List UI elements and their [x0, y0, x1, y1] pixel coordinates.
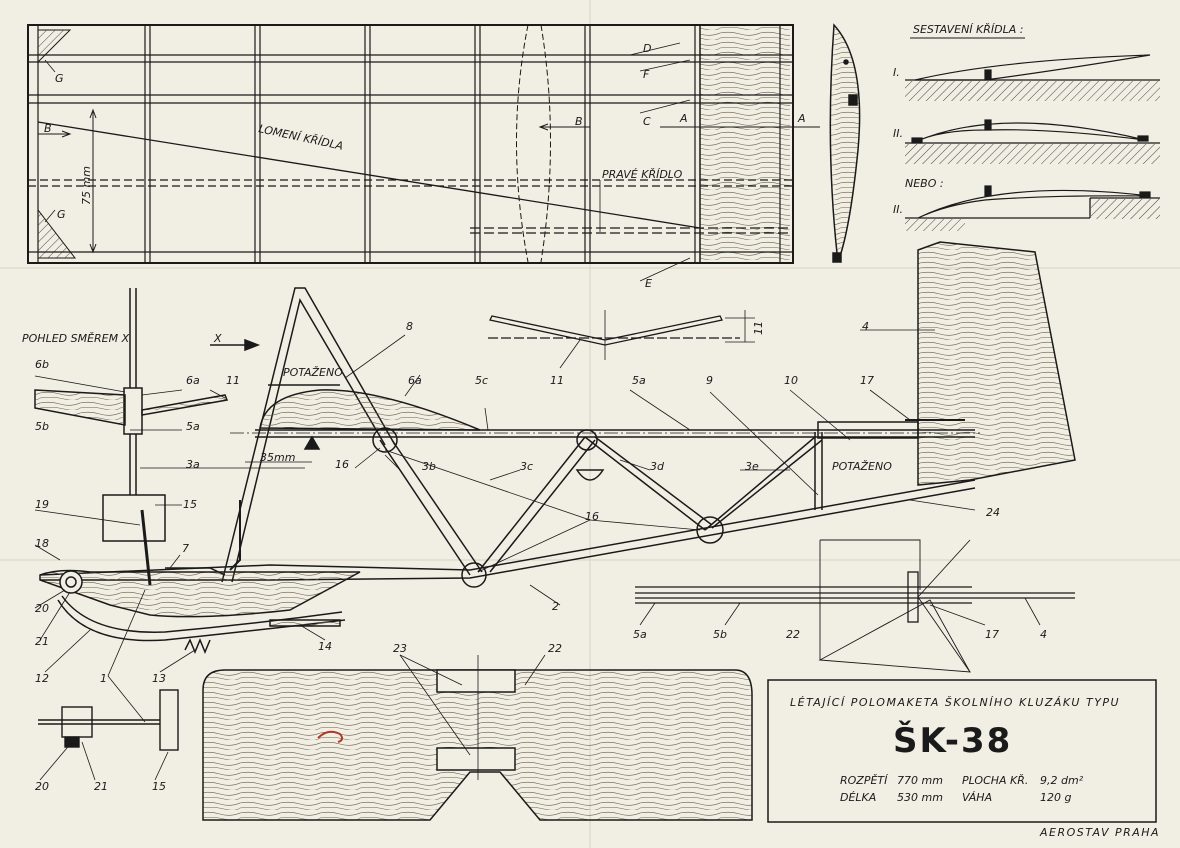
base-plate — [202, 654, 753, 821]
wing-label-g-top: G — [55, 72, 64, 85]
part-8: 8 — [406, 320, 413, 333]
part-19: 19 — [35, 498, 49, 511]
wing-dimension-75: 75 mm — [80, 166, 93, 205]
part-5a-left: 5a — [186, 420, 200, 433]
part-4-top: 4 — [862, 320, 869, 333]
wing-label-c: C — [643, 115, 651, 128]
part-5a-bottom: 5a — [633, 628, 647, 641]
part-12: 12 — [35, 672, 49, 685]
wing-plan-view — [27, 24, 820, 282]
x-arrow-label: X — [213, 332, 222, 345]
rozpeti-label: ROZPĚTÍ — [840, 774, 889, 787]
nebo-label: NEBO : — [905, 177, 944, 190]
part-3c: 3c — [520, 460, 533, 473]
part-22: 22 — [786, 628, 800, 641]
part-11-left: 11 — [226, 374, 240, 387]
wing-label-e: E — [645, 277, 652, 290]
dimension-35mm: 35mm — [260, 451, 295, 464]
wing-label-f: F — [643, 68, 650, 81]
part-22-plate: 22 — [548, 642, 562, 655]
wing-label-b-mid: B — [575, 115, 583, 128]
wing-section-profile — [829, 23, 861, 263]
wing-assembly-title: SESTAVENÍ KŘÍDLA : — [913, 23, 1023, 36]
part-3e: 3e — [745, 460, 759, 473]
part-3a: 3a — [186, 458, 200, 471]
vaha-label: VÁHA — [962, 791, 992, 804]
lomeni-kridla-label: LOMENÍ KŘÍDLA — [257, 122, 344, 153]
detail-part-20: 20 — [35, 780, 49, 793]
part-16-left: 16 — [335, 458, 349, 471]
step-2-label: II. — [893, 127, 903, 140]
detail-part-21: 21 — [94, 780, 108, 793]
part-18: 18 — [35, 537, 49, 550]
side-view — [34, 241, 1076, 677]
publisher-label: AEROSTAV PRAHA — [1039, 826, 1160, 839]
part-2: 2 — [552, 600, 559, 613]
title-subtitle: LÉTAJÍCÍ POLOMAKETA ŠKOLNÍHO KLUZÁKU TYP… — [790, 696, 1120, 709]
part-5a-top: 5a — [632, 374, 646, 387]
plocha-value: 9,2 dm² — [1040, 774, 1084, 787]
part-16-mid: 16 — [585, 510, 599, 523]
pohled-smerem-label: POHLED SMĚREM X — [22, 332, 130, 345]
part-number-labels: 8 6a 5c 5a 9 10 17 4 6b 6a 11 5b 5a 3a 1… — [35, 320, 1000, 685]
part-6a-left: 6a — [186, 374, 200, 387]
part-17-bottom: 17 — [985, 628, 999, 641]
part-1: 1 — [100, 672, 107, 685]
part-9: 9 — [706, 374, 713, 387]
axle-detail — [38, 675, 179, 781]
delka-value: 530 mm — [897, 791, 943, 804]
rozpeti-value: 770 mm — [897, 774, 943, 787]
wing-label-g-bottom: G — [57, 208, 66, 221]
title-block: LÉTAJÍCÍ POLOMAKETA ŠKOLNÍHO KLUZÁKU TYP… — [767, 679, 1160, 839]
part-10: 10 — [784, 374, 798, 387]
part-14: 14 — [318, 640, 332, 653]
wing-label-a-left: A — [679, 112, 688, 125]
step-1-label: I. — [893, 66, 900, 79]
delka-label: DÉLKA — [840, 791, 876, 804]
part-5b-bottom: 5b — [713, 628, 727, 641]
part-5c: 5c — [475, 374, 488, 387]
wing-label-d: D — [643, 42, 651, 55]
part-3d: 3d — [650, 460, 665, 473]
part-13: 13 — [152, 672, 166, 685]
part-4-bottom: 4 — [1040, 628, 1047, 641]
part-7: 7 — [182, 542, 189, 555]
part-6a-mid: 6a — [408, 374, 422, 387]
part-23: 23 — [393, 642, 407, 655]
boom-top-view — [635, 539, 1075, 673]
part-21: 21 — [35, 635, 49, 648]
dihedral-view — [488, 310, 755, 369]
detail-part-15: 15 — [152, 780, 166, 793]
part-20: 20 — [35, 602, 49, 615]
part-11-dihedral: 11 — [550, 374, 564, 387]
step-2b-label: II. — [893, 203, 903, 216]
potazeno-front-label: POTAŽENO — [283, 366, 343, 379]
wing-label-b-left: B — [44, 122, 52, 135]
part-17-top: 17 — [860, 374, 874, 387]
model-name: ŠK-38 — [893, 720, 1012, 761]
part-6b: 6b — [35, 358, 49, 371]
part-15: 15 — [183, 498, 197, 511]
part-5b: 5b — [35, 420, 49, 433]
potazeno-rear-label: POTAŽENO — [832, 460, 892, 473]
wing-label-a-right: A — [797, 112, 806, 125]
dihedral-dimension: 11 — [752, 321, 765, 335]
part-3b: 3b — [422, 460, 436, 473]
wing-assembly-diagram — [905, 37, 1160, 231]
vaha-value: 120 g — [1040, 791, 1071, 804]
plocha-label: PLOCHA KŘ. — [962, 774, 1028, 787]
part-24: 24 — [986, 506, 1000, 519]
prave-kridlo-label: PRAVÉ KŘÍDLO — [602, 168, 683, 181]
